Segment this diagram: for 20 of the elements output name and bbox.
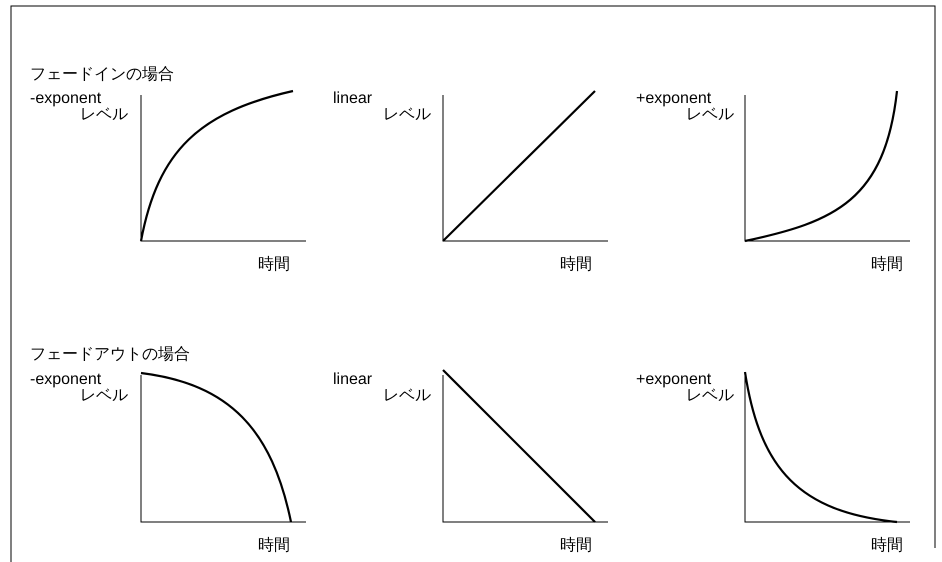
section-heading: フェードアウトの場合: [30, 346, 190, 364]
chart-title: linear: [333, 90, 372, 108]
chart-title: +exponent: [636, 90, 712, 108]
section-heading: フェードインの場合: [30, 66, 174, 84]
chart-title: -exponent: [30, 90, 102, 108]
axis-label: レベル: [383, 106, 431, 124]
axis-label: 時間: [871, 537, 903, 555]
axis-label: レベル: [80, 106, 128, 124]
axis-label: レベル: [383, 387, 431, 405]
axis-label: レベル: [686, 387, 734, 405]
axis-label: 時間: [560, 537, 592, 555]
axis-label: レベル: [686, 106, 734, 124]
axis-label: レベル: [80, 387, 128, 405]
chart-title: linear: [333, 371, 372, 389]
axis-label: 時間: [258, 256, 290, 274]
axis-label: 時間: [871, 256, 903, 274]
axis-label: 時間: [560, 256, 592, 274]
chart-title: -exponent: [30, 371, 102, 388]
axis-label: 時間: [258, 537, 290, 555]
chart-title: +exponent: [636, 371, 712, 388]
